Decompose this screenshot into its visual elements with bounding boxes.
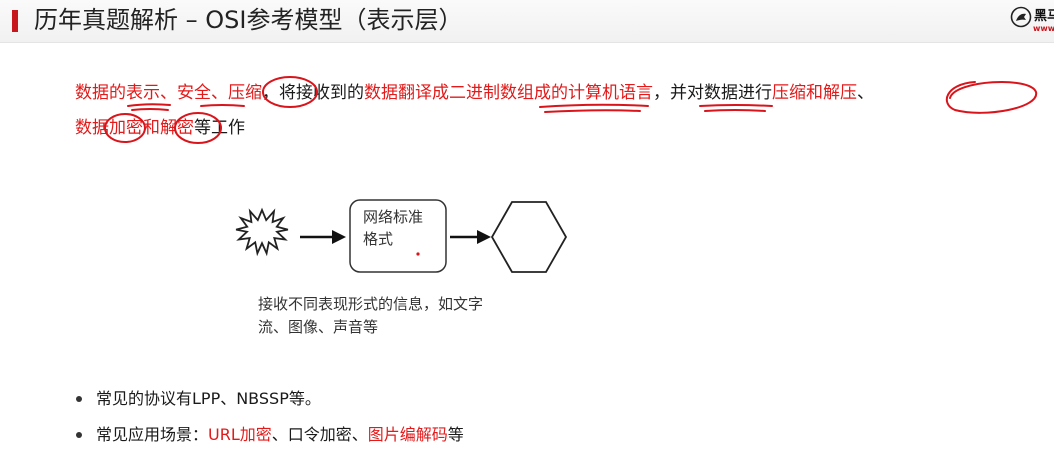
horse-logo-icon	[1010, 6, 1032, 28]
underline-biaoshi-2	[131, 108, 169, 111]
bullet-protocols: 常见的协议有LPP、NBSSP等。	[74, 385, 464, 421]
box-label-line-2: 格式	[363, 230, 394, 248]
red-dot-mark	[416, 252, 420, 256]
intro-segment-computer: 算机	[585, 83, 619, 103]
intro-segment-biaoshi: 表示	[126, 83, 160, 103]
presentation-diagram	[235, 199, 568, 273]
box-label-line-1: 网络标准	[363, 208, 424, 226]
intro-segment: 、	[211, 83, 228, 103]
intro-segment: 数据的	[75, 83, 126, 103]
bullet-text: 常见的协议有LPP、NBSSP等。	[96, 389, 321, 408]
logo-url: www.it	[1033, 24, 1054, 33]
intro-segment-anquan: 安全	[177, 83, 211, 103]
intro-segment: 等工作	[194, 118, 245, 138]
bullet-text: 常见应用场景：	[96, 425, 209, 444]
bullet-highlight-url: URL加密	[208, 425, 272, 444]
bullet-text: 等	[447, 425, 464, 444]
intro-line-2: 数据加密和解密等工作	[75, 115, 1050, 141]
hexagon-icon	[490, 201, 568, 273]
intro-segment-binary: 二进制数组	[449, 83, 534, 103]
title-accent-bar	[12, 10, 18, 32]
slide-title: 历年真题解析 – OSI参考模型（表示层）	[34, 6, 463, 34]
arrowhead	[332, 230, 346, 244]
intro-segment-yasuo: 压缩	[228, 83, 262, 103]
intro-segment: 和	[143, 118, 160, 138]
caption-line-1: 接收不同表现形式的信息，如文字	[258, 295, 484, 313]
intro-segment: ，将接收到的	[262, 83, 364, 103]
bullet-text: 、口令加密、	[271, 425, 368, 444]
network-format-box	[349, 199, 447, 273]
brand-logo: 黑马 www.it	[1010, 4, 1054, 38]
caption-line-2: 流、图像、声音等	[258, 318, 379, 336]
logo-text: 黑马	[1034, 9, 1054, 24]
intro-segment-compress: 压缩和解压	[772, 83, 857, 103]
intro-segment: ，并对数据进行	[653, 83, 772, 103]
starburst-icon	[235, 207, 289, 257]
intro-segment: 语言	[619, 83, 653, 103]
underline-computer-2	[704, 109, 766, 112]
network-format-label: 网络标准 格式	[363, 206, 435, 250]
bullet-scenarios: 常见应用场景：URL加密、口令加密、图片编解码等	[74, 421, 464, 457]
underline-binary-2	[544, 109, 641, 113]
intro-segment: 数据	[75, 118, 109, 138]
intro-segment-jiemi: 解密	[160, 118, 194, 138]
intro-segment: 数据翻译成	[364, 83, 449, 103]
bullet-list: 常见的协议有LPP、NBSSP等。 常见应用场景：URL加密、口令加密、图片编解…	[74, 385, 464, 457]
intro-segment: 、	[160, 83, 177, 103]
intro-segment-jiami: 加密	[109, 118, 143, 138]
intro-segment: 、	[857, 83, 874, 103]
arrowhead	[477, 230, 491, 244]
bullet-dot-icon	[76, 432, 82, 438]
intro-segment: 成的计	[534, 83, 585, 103]
bullet-dot-icon	[76, 396, 82, 402]
diagram-caption: 接收不同表现形式的信息，如文字 流、图像、声音等	[258, 293, 518, 339]
slide-header: 历年真题解析 – OSI参考模型（表示层） 黑马 www.it	[0, 0, 1054, 43]
intro-line-1: 数据的表示、安全、压缩，将接收到的数据翻译成二进制数组成的计算机语言，并对数据进…	[75, 80, 1050, 106]
bullet-highlight-image: 图片编解码	[367, 425, 448, 444]
